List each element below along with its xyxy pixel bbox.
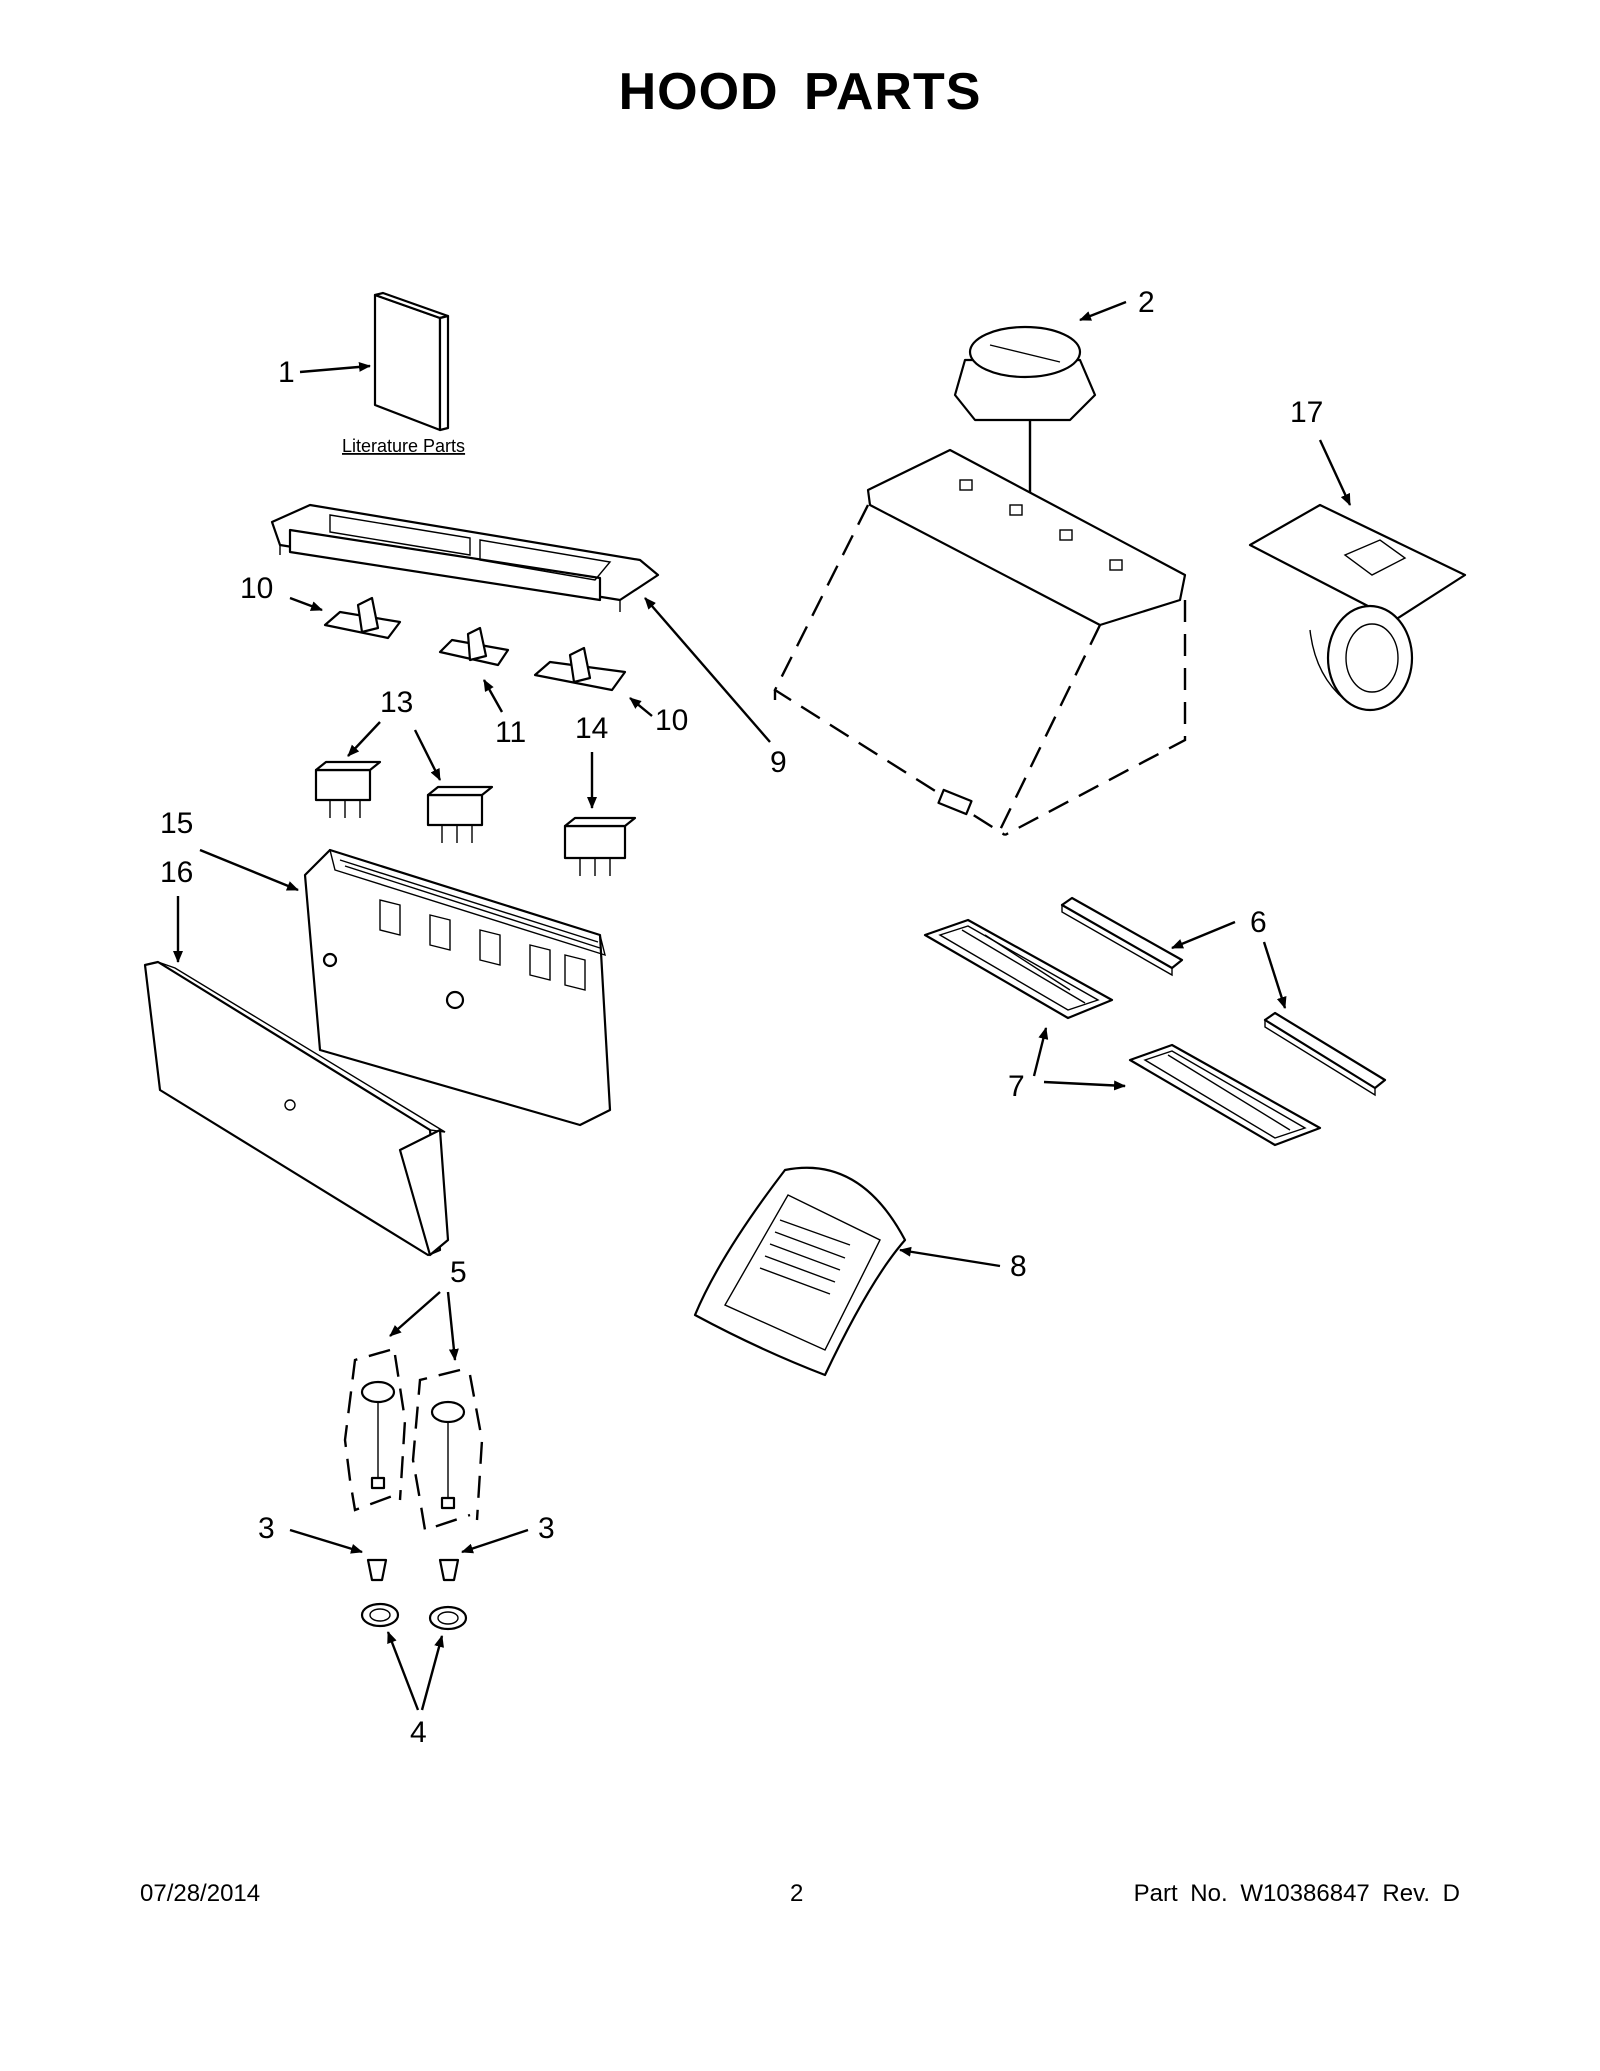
- leader-1: [299, 361, 371, 374]
- front-panel: [143, 960, 450, 1257]
- control-bracket: [303, 848, 612, 1127]
- leader-9: [644, 597, 771, 743]
- callout-1: 1: [278, 356, 295, 389]
- leader-11: [482, 679, 504, 713]
- leader-3b: [461, 1528, 529, 1554]
- bulb-left: [366, 1558, 388, 1582]
- leader-5a: [389, 1291, 441, 1337]
- callout-10a: 10: [240, 572, 273, 605]
- knob-center: [438, 626, 510, 667]
- lens-right: [428, 1605, 468, 1631]
- leader-17: [1318, 439, 1352, 506]
- leader-6b: [1262, 941, 1287, 1009]
- literature-parts-label: Literature Parts: [342, 436, 465, 456]
- callout-3b: 3: [538, 1512, 555, 1545]
- switch-1: [314, 760, 382, 818]
- callout-2: 2: [1138, 286, 1155, 319]
- leader-15: [199, 848, 299, 892]
- callout-8: 8: [1010, 1250, 1027, 1283]
- callout-11: 11: [495, 716, 526, 749]
- leader-4b: [420, 1635, 444, 1711]
- leader-10b: [629, 697, 653, 717]
- footer-page-number: 2: [790, 1880, 804, 1907]
- switch-3: [563, 816, 637, 876]
- grease-filter-upper: [923, 918, 1114, 1020]
- lens-left: [360, 1602, 400, 1628]
- knob-right: [533, 646, 627, 692]
- leader-3a: [289, 1528, 363, 1554]
- leader-13a: [347, 721, 381, 757]
- callout-13: 13: [380, 686, 413, 719]
- footer-part-number: Part No. W10386847 Rev. D: [1133, 1880, 1460, 1907]
- callout-10b: 10: [655, 704, 688, 737]
- light-assembly-right: [411, 1368, 484, 1532]
- callout-16: 16: [160, 856, 193, 889]
- instruction-sheet: [693, 1166, 907, 1377]
- leader-2: [1079, 300, 1127, 322]
- leader-4a: [386, 1631, 420, 1711]
- callout-9: 9: [770, 746, 787, 779]
- grease-filter-lower: [1128, 1043, 1322, 1147]
- light-assembly-left: [343, 1348, 407, 1512]
- filter-rail-upper: [1060, 896, 1184, 977]
- leader-10a: [289, 596, 323, 612]
- leader-5b: [446, 1291, 459, 1361]
- damper: [953, 325, 1097, 422]
- callout-3a: 3: [258, 1512, 275, 1545]
- switch-2: [426, 785, 494, 843]
- callout-17: 17: [1290, 396, 1323, 429]
- callout-15: 15: [160, 807, 193, 840]
- hood-housing: [773, 448, 1187, 837]
- callout-6: 6: [1250, 906, 1267, 939]
- callout-4: 4: [410, 1716, 427, 1749]
- leader-8: [899, 1246, 1001, 1268]
- leader-13b: [413, 729, 442, 781]
- leader-6a: [1171, 920, 1236, 950]
- filter-rail-lower: [1263, 1011, 1387, 1097]
- leader-7a: [1032, 1027, 1049, 1077]
- bulb-right: [438, 1558, 460, 1582]
- control-panel-top: [270, 503, 660, 612]
- blower-assembly: [1248, 503, 1467, 712]
- callout-14: 14: [575, 712, 608, 745]
- callout-7: 7: [1008, 1070, 1025, 1103]
- footer-date: 07/28/2014: [140, 1880, 261, 1907]
- knob-left: [323, 596, 402, 640]
- callout-5: 5: [450, 1256, 467, 1289]
- leader-7b: [1043, 1080, 1126, 1091]
- literature-booklet: [373, 291, 450, 432]
- page-title: HOOD PARTS: [618, 63, 982, 121]
